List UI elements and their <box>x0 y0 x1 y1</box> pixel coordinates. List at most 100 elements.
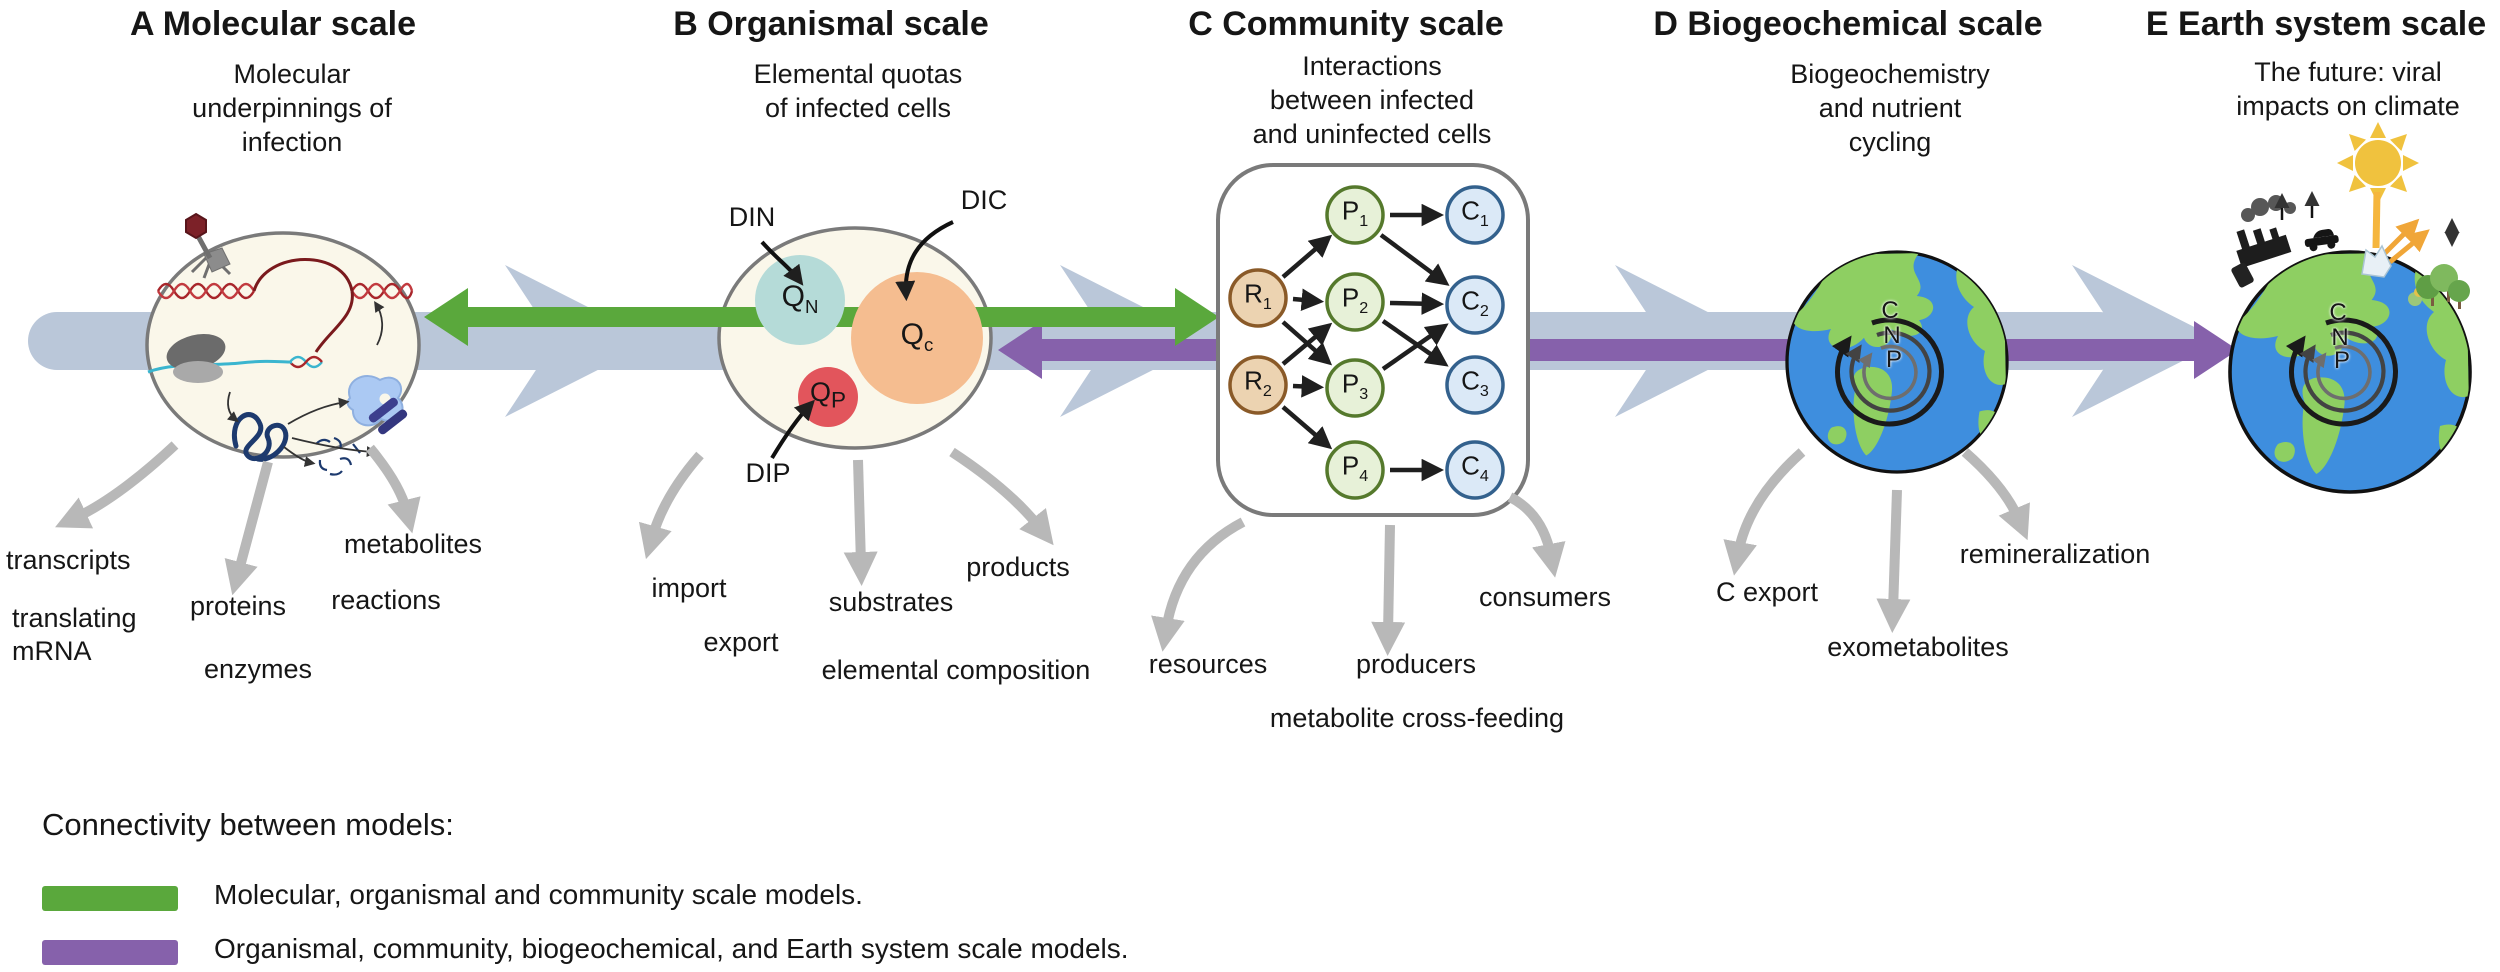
panel-a-title: A Molecular scale <box>130 5 416 43</box>
node-c4 <box>1445 440 1505 500</box>
panel-b-subtitle-line: of infected cells <box>764 93 952 123</box>
label-substrates: substrates <box>828 587 954 617</box>
cycle-letter-p: P <box>1885 345 1903 373</box>
quota-n-label: QN <box>781 279 819 317</box>
node-r2 <box>1228 355 1288 415</box>
legend-swatch-purple <box>42 940 178 965</box>
phage-icon <box>185 212 232 279</box>
enzyme-blob-icon <box>346 375 404 427</box>
cycle-letter-n: N <box>1883 321 1901 349</box>
legend-item-green: Molecular, organismal and community scal… <box>214 879 863 910</box>
quota-p-label: QP <box>809 377 847 413</box>
panel-e-title: E Earth system scale <box>2145 5 2487 43</box>
node-c3-label: C3 <box>1461 365 1489 400</box>
output-arrows <box>55 441 2030 656</box>
node-p1 <box>1325 185 1385 245</box>
molecular-cell-icon <box>145 212 421 476</box>
node-p3-label: P3 <box>1341 368 1369 403</box>
node-p4-label: P4 <box>1341 450 1369 485</box>
panel-b-title: B Organismal scale <box>673 5 989 43</box>
panel-c-subtitle-line: between infected <box>1269 85 1475 115</box>
community-nodes <box>1228 185 1505 500</box>
cycle-letter-n: N <box>2331 323 2349 351</box>
panel-a-subtitle-line: Molecular <box>233 59 351 89</box>
panel-e-subtitle-line: The future: viral <box>2254 57 2442 87</box>
panel-a-subtitle-line: infection <box>241 127 343 157</box>
panel-d-subtitle-line: cycling <box>1848 127 1932 157</box>
panel-c-subtitle-line: and uninfected cells <box>1252 119 1492 149</box>
community-box <box>1216 163 1530 517</box>
nutrient-cycle-arcs-icon <box>2285 317 2398 427</box>
node-p2 <box>1325 272 1385 332</box>
quota-c-label: Qc <box>900 317 934 355</box>
label-reactions: reactions <box>331 585 441 615</box>
label-producers: producers <box>1355 649 1477 679</box>
node-r1 <box>1228 268 1288 328</box>
panel-c-subtitle-line: Interactions <box>1302 51 1442 81</box>
node-c3 <box>1445 355 1505 415</box>
label-metabolites: metabolites <box>343 529 483 559</box>
panel-e-subtitle-line: impacts on climate <box>2236 91 2460 121</box>
legend-heading: Connectivity between models: <box>42 807 454 842</box>
label-exometabolites: exometabolites <box>1827 632 2009 662</box>
iceberg-icon <box>2361 244 2392 278</box>
dna-helix-icon <box>156 258 414 369</box>
trees-icon <box>2408 264 2470 309</box>
sun-icon <box>2337 122 2419 204</box>
label-din: DIN <box>728 202 776 232</box>
legend-item-purple: Organismal, community, biogeochemical, a… <box>214 933 1129 964</box>
node-r2-label: R2 <box>1244 365 1272 400</box>
factory-icon <box>2231 195 2296 288</box>
legend-swatch-green <box>42 886 178 911</box>
label-transcripts: transcripts <box>6 545 131 575</box>
quota-n-circle <box>755 255 845 345</box>
label-dic: DIC <box>960 185 1008 215</box>
panel-a-subtitle-line: underpinnings of <box>192 93 392 123</box>
quota-c-circle <box>851 272 983 404</box>
flow-chevron-icon <box>505 265 655 417</box>
label-products: products <box>966 552 1070 582</box>
purple-connectivity-arrow <box>998 321 2238 379</box>
cycle-letter-c: C <box>1881 296 1899 324</box>
label-remineralization: remineralization <box>1959 539 2151 569</box>
nutrient-cycle-arcs-icon <box>1831 317 1944 427</box>
panel-d-title: D Biogeochemical scale <box>1653 5 2043 43</box>
label-translating-mrna: translating <box>12 603 137 633</box>
label-export: export <box>703 627 779 657</box>
sunbeam-icon <box>2372 191 2381 249</box>
nutrient-input-arrows-icon <box>760 220 954 460</box>
label-elemental-composition: elemental composition <box>821 655 1091 685</box>
label-resources: resources <box>1148 649 1268 679</box>
label-import: import <box>651 573 727 603</box>
cycle-letter-c: C <box>2329 298 2347 326</box>
node-c1-label: C1 <box>1461 195 1489 230</box>
community-interaction-arrows <box>1281 203 1450 482</box>
node-r1-label: R1 <box>1244 278 1272 313</box>
label-enzymes: enzymes <box>203 654 313 684</box>
label-dip: DIP <box>745 458 791 488</box>
label-translating-mrna: mRNA <box>12 636 92 666</box>
panel-d-subtitle-line: and nutrient <box>1818 93 1962 123</box>
cycle-letter-p: P <box>2333 346 2351 374</box>
node-c2 <box>1445 275 1505 335</box>
node-p4 <box>1325 440 1385 500</box>
node-c4-label: C4 <box>1461 450 1489 485</box>
node-c1 <box>1445 185 1505 245</box>
node-p1-label: P1 <box>1341 195 1369 230</box>
label-metabolite-cross-feeding: metabolite cross-feeding <box>1269 703 1565 733</box>
protein-squiggle-icon <box>231 412 289 462</box>
node-c2-label: C2 <box>1461 285 1489 320</box>
membrane-channel-icon <box>368 397 408 435</box>
panel-c-title: C Community scale <box>1188 5 1504 43</box>
node-p3 <box>1325 358 1385 418</box>
label-consumers: consumers <box>1478 582 1612 612</box>
panel-d-subtitle-line: Biogeochemistry <box>1790 59 1990 89</box>
panel-b-subtitle-line: Elemental quotas <box>753 59 963 89</box>
label-c-export: C export <box>1715 577 1819 607</box>
label-proteins: proteins <box>189 591 287 621</box>
node-p2-label: P2 <box>1341 282 1369 317</box>
emission-arrows-icon <box>2274 191 2320 220</box>
car-icon <box>2304 228 2339 252</box>
